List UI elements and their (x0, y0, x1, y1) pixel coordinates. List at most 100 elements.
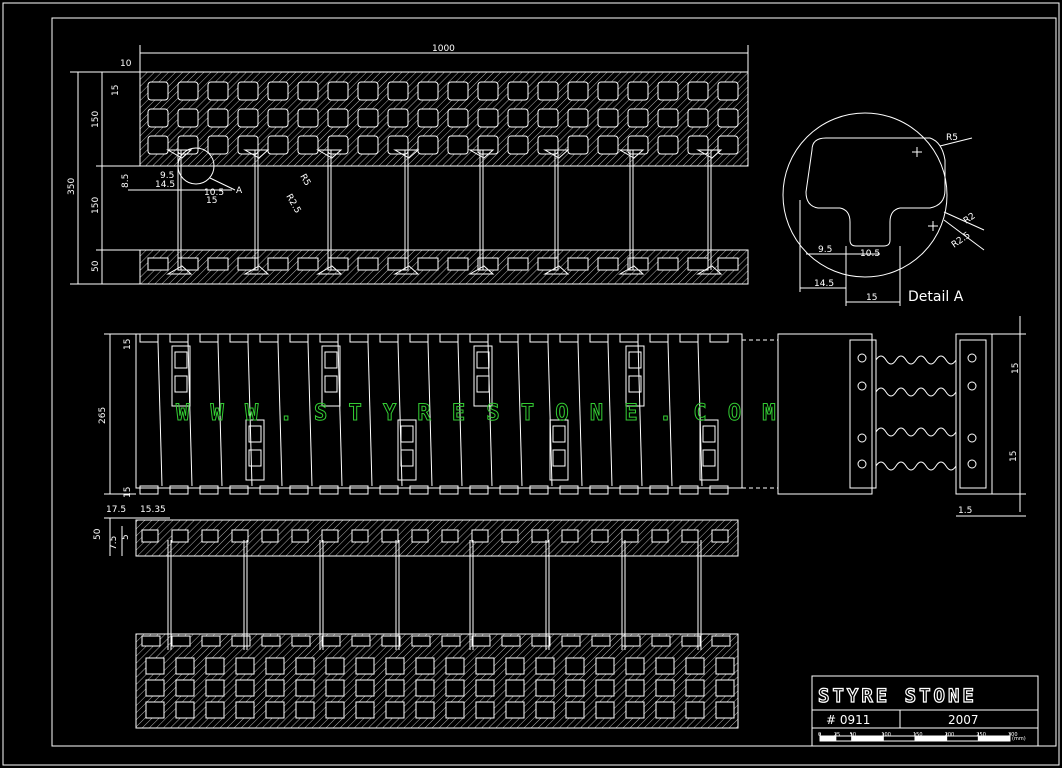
grid-cell (207, 108, 229, 128)
front-cell (205, 679, 225, 697)
rib-line (547, 341, 553, 487)
dim-upper: 150 (91, 111, 101, 128)
front-cell (595, 679, 615, 697)
rib-line (187, 341, 193, 487)
front-cell (265, 679, 285, 697)
front-cell (535, 701, 555, 719)
front-cell (475, 657, 495, 675)
rib-line (217, 341, 223, 487)
bolt-hole (967, 433, 977, 443)
front-cell (655, 657, 675, 675)
tooth-top (649, 333, 669, 343)
grid-cell (147, 108, 169, 128)
grid-cell (537, 81, 559, 101)
front-cell (325, 679, 345, 697)
front-cell (505, 657, 525, 675)
tooth-top (439, 333, 459, 343)
detail-10-5: 10.5 (860, 249, 880, 259)
tooth-bottom (139, 485, 159, 495)
lower-cell (147, 257, 169, 271)
tie-head (543, 149, 570, 159)
tooth-bottom (559, 485, 579, 495)
front-notch (171, 635, 191, 647)
front-top-slot (441, 529, 459, 543)
tooth-top (229, 333, 249, 343)
tooth-top (469, 333, 489, 343)
scale-label: 150 (913, 732, 923, 738)
detail-marker: A (236, 186, 243, 196)
connector-block (321, 345, 341, 407)
tooth-top (679, 333, 699, 343)
rib-line (577, 341, 583, 487)
dim-small: 8.5 (121, 174, 131, 188)
connector-block (699, 419, 719, 481)
tooth-bottom (649, 485, 669, 495)
front-top-slot (531, 529, 549, 543)
front-notch (291, 635, 311, 647)
tie-foot (618, 265, 645, 275)
front-cell (325, 701, 345, 719)
tie-head (243, 149, 270, 159)
tie-head (393, 149, 420, 159)
connector-block (549, 419, 569, 481)
front-notch (531, 635, 551, 647)
front-cell (175, 701, 195, 719)
front-notch (321, 635, 341, 647)
tooth-bottom (349, 485, 369, 495)
grid-cell (237, 108, 259, 128)
grid-cell (477, 108, 499, 128)
grid-cell (357, 108, 379, 128)
grid-cell (657, 81, 679, 101)
front-5: 5 (121, 534, 131, 540)
dim-width: 1000 (432, 44, 455, 54)
dim-10-5: 10.5 (204, 188, 224, 198)
front-top-slot (471, 529, 489, 543)
grid-cell (507, 135, 529, 155)
grid-cell (387, 108, 409, 128)
tie-head (618, 149, 645, 159)
tooth-bottom (289, 485, 309, 495)
bolt-hole (967, 459, 977, 469)
connector-slot (628, 351, 642, 369)
front-cell (445, 701, 465, 719)
tooth-bottom (589, 485, 609, 495)
detail-r5: R5 (946, 133, 958, 143)
grid-cell (687, 81, 709, 101)
front-cell (685, 701, 705, 719)
rib-line (337, 341, 343, 487)
grid-cell (177, 81, 199, 101)
grid-cell (297, 81, 319, 101)
front-cell (625, 701, 645, 719)
front-cell (235, 701, 255, 719)
grid-cell (477, 81, 499, 101)
tooth-bottom (529, 485, 549, 495)
detail-14-5: 14.5 (814, 279, 834, 289)
front-cell (565, 679, 585, 697)
rib-line (697, 341, 703, 487)
tooth-bottom (619, 485, 639, 495)
front-cell (625, 679, 645, 697)
front-cell (145, 679, 165, 697)
lower-cell (207, 257, 229, 271)
grid-cell (447, 135, 469, 155)
detail-r2-5: R2.5 (950, 230, 973, 250)
front-cell (415, 679, 435, 697)
dim-lower: 50 (91, 260, 101, 272)
front-7-5: 7.5 (109, 536, 119, 550)
grid-cell (357, 135, 379, 155)
grid-cell (597, 108, 619, 128)
grid-cell (417, 81, 439, 101)
bolt-hole (857, 353, 867, 363)
side-right-bottom: 15 (1009, 451, 1019, 462)
front-cell (295, 657, 315, 675)
lower-cell (417, 257, 439, 271)
rib-line (157, 341, 163, 487)
rib-line (307, 341, 313, 487)
dim-overall-height: 350 (67, 178, 77, 195)
tooth-bottom (409, 485, 429, 495)
bolt-hole (857, 433, 867, 443)
connector-slot (552, 449, 566, 467)
tooth-top (409, 333, 429, 343)
lower-cell (297, 257, 319, 271)
front-notch (561, 635, 581, 647)
